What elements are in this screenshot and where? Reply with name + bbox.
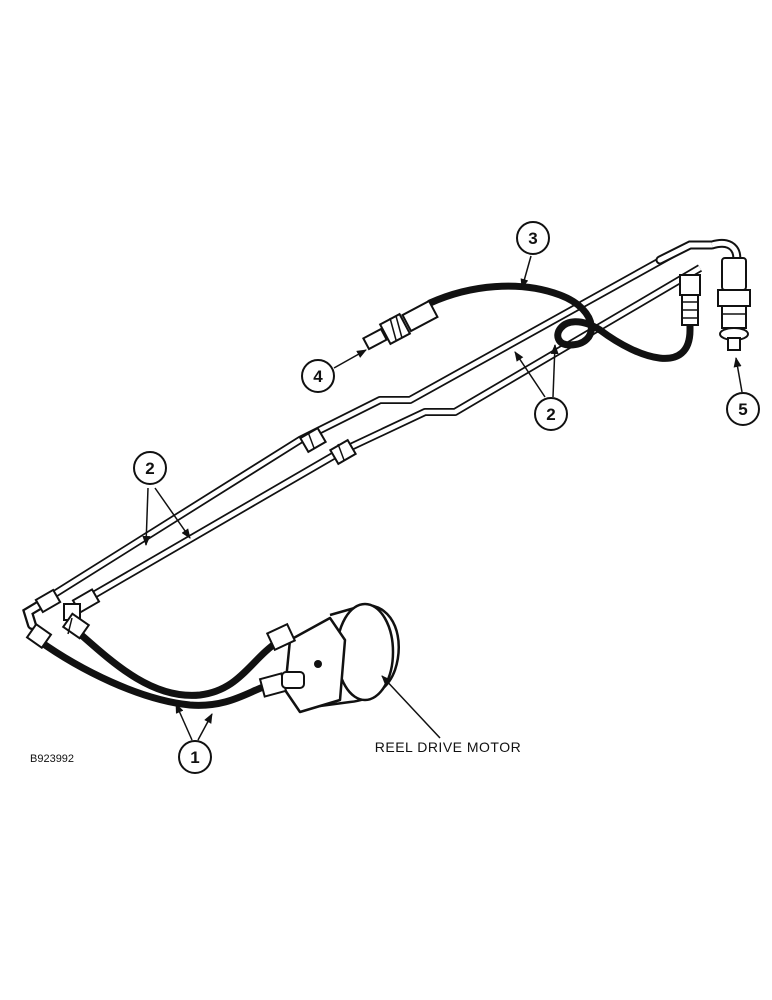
elbow-fitting-left-upper bbox=[22, 588, 62, 630]
callout-5: 5 bbox=[726, 357, 760, 426]
callout-2-left: 2 bbox=[133, 451, 191, 546]
quick-coupler-5 bbox=[717, 257, 751, 351]
callout-3: 3 bbox=[516, 221, 550, 289]
callout-3-text: 3 bbox=[528, 229, 537, 248]
callout-4: 4 bbox=[301, 349, 367, 393]
steel-tube-lower bbox=[82, 264, 703, 604]
reel-drive-motor-callout: REEL DRIVE MOTOR bbox=[375, 675, 521, 755]
callout-1-text: 1 bbox=[190, 748, 199, 767]
reel-drive-motor bbox=[258, 602, 400, 714]
elbow-fitting-left-lower bbox=[63, 588, 101, 621]
callout-2-right-text: 2 bbox=[546, 405, 555, 424]
figure-id: B923992 bbox=[30, 753, 74, 765]
hose-1-lower bbox=[34, 636, 276, 709]
callout-2-right: 2 bbox=[514, 344, 568, 431]
tube-coupler-lower bbox=[328, 438, 358, 466]
hose-1-fittings-left bbox=[25, 612, 91, 650]
callout-1: 1 bbox=[175, 703, 213, 774]
hose-1-upper bbox=[66, 621, 284, 699]
steel-tube-upper bbox=[42, 246, 682, 604]
quick-coupler-4 bbox=[362, 299, 439, 351]
callout-4-text: 4 bbox=[313, 367, 323, 386]
callout-2-left-text: 2 bbox=[145, 459, 154, 478]
hose-end-fitting-right bbox=[679, 274, 701, 326]
tube-coupler-upper bbox=[298, 426, 328, 454]
callout-5-text: 5 bbox=[738, 400, 747, 419]
reel-drive-motor-label: REEL DRIVE MOTOR bbox=[375, 739, 521, 755]
